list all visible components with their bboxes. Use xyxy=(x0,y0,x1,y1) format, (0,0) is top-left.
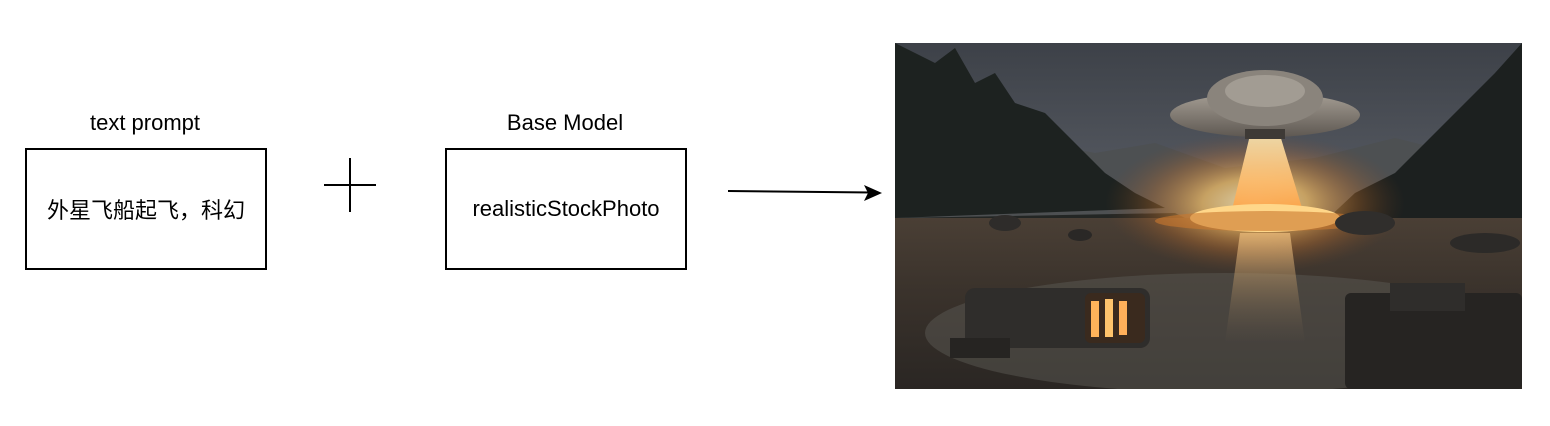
right-arrow-icon xyxy=(727,185,882,201)
base-model-box: realisticStockPhoto xyxy=(445,148,687,270)
base-model-value: realisticStockPhoto xyxy=(472,196,660,221)
plus-icon xyxy=(324,158,376,212)
text-prompt-box: 外星飞船起飞，科幻 xyxy=(25,148,267,270)
text-prompt-value: 外星飞船起飞，科幻 xyxy=(46,198,245,223)
generated-image xyxy=(895,43,1522,389)
base-model-label: Base Model xyxy=(506,110,624,135)
text-prompt-label: text prompt xyxy=(89,110,201,135)
